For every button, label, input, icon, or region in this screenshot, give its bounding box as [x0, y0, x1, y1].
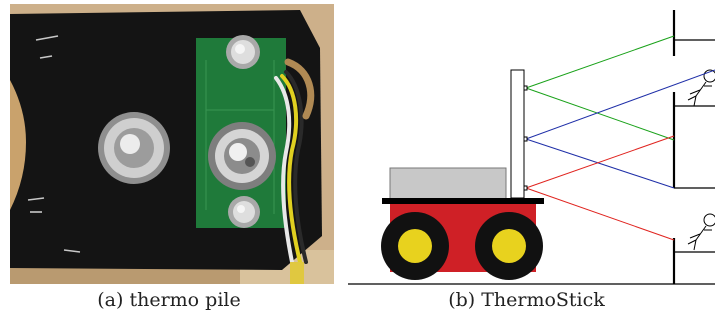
panel-thermo-pile: (a) thermo pile [0, 0, 338, 322]
beam-green-lower [525, 87, 675, 141]
thermopile-photo [10, 4, 334, 284]
wood-edge [10, 80, 26, 210]
caption-a: (a) thermo pile [97, 289, 241, 311]
thermopile-sensor [208, 122, 276, 190]
top-screw [226, 35, 260, 69]
thermo-stick [510, 69, 525, 199]
beam-green-upper [525, 35, 675, 89]
beam-red-lower [525, 187, 675, 241]
sensor-wires [274, 58, 315, 264]
beam-blue-lower [525, 138, 675, 189]
beam-red-upper [525, 135, 675, 189]
wheel-left [381, 212, 449, 280]
robot-top-box [389, 167, 507, 201]
large-bolt [98, 112, 170, 184]
stick-sensors [523, 85, 528, 191]
beam-blue-upper [525, 69, 715, 140]
robot-deck [382, 198, 544, 204]
bottom-screw [228, 196, 260, 228]
board-scratches [27, 35, 81, 253]
person-figure-bottom [687, 213, 715, 251]
person-figure-top [687, 69, 715, 107]
wheel-right [475, 212, 543, 280]
thermostick-diagram [348, 10, 715, 285]
caption-b: (b) ThermoStick [448, 289, 605, 311]
robot [381, 167, 544, 280]
panel-thermostick: (b) ThermoStick [338, 0, 715, 322]
